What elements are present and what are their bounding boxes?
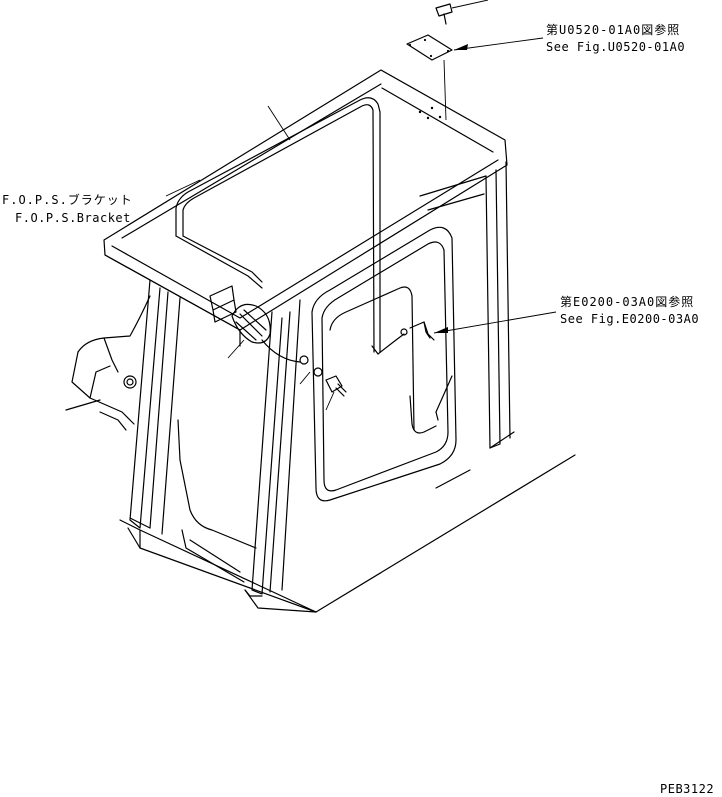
leader-middle [433, 311, 557, 334]
callout-middle-en: See Fig.E0200-03A0 [560, 312, 700, 326]
callout-left-en: F.O.P.S.Bracket [15, 211, 131, 225]
cab-roof [103, 69, 508, 353]
callout-top-ja: 第U0520-01A0図参照 [546, 23, 681, 37]
drawing-code: PEB3122 [660, 782, 715, 796]
bracket-parts [227, 303, 435, 411]
leader-top [443, 37, 544, 121]
callout-middle-ja: 第E0200-03A0図参照 [560, 295, 695, 309]
cover-plate [406, 34, 453, 61]
callout-top-en: See Fig.U0520-01A0 [546, 40, 686, 54]
left-arm-assembly [65, 295, 151, 431]
leader-left [165, 179, 201, 197]
top-bolt [435, 0, 489, 25]
callout-left-ja: F.O.P.S.ブラケット [2, 193, 133, 207]
cab-body [119, 161, 576, 613]
